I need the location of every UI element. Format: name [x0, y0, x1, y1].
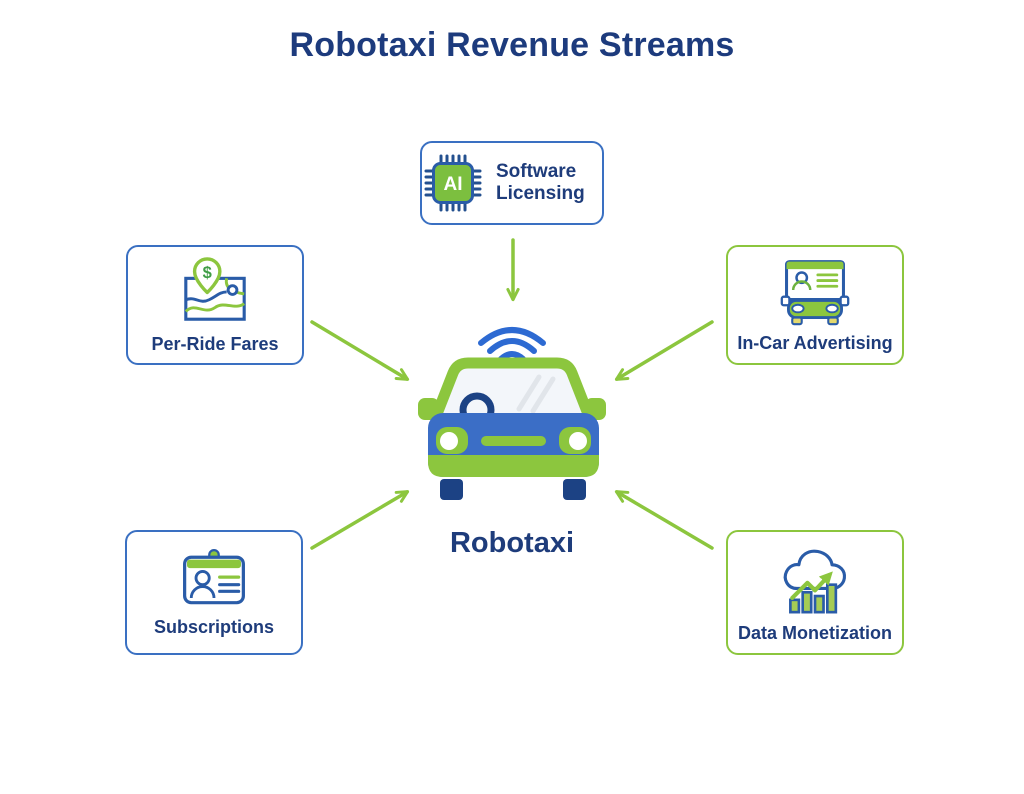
arrow-subscriptions-to-car: [310, 490, 410, 550]
car-roof: [429, 357, 596, 422]
ai-chip-label: AI: [444, 174, 463, 195]
page-title: Robotaxi Revenue Streams: [289, 26, 735, 64]
id-badge-icon: [183, 548, 245, 604]
robotaxi-label: Robotaxi: [449, 527, 575, 559]
node-per-ride-fares: $ Per-Ride Fares: [126, 245, 304, 365]
node-label-software-licensing: Software Licensing: [496, 160, 585, 204]
arrow-per-ride-fares-to-car: [310, 320, 410, 381]
right-wheel: [563, 479, 586, 500]
windshield-glare: [516, 374, 556, 414]
arrow-in-car-advertising-to-car: [614, 320, 714, 381]
node-software-licensing: AI Software Licensing: [420, 141, 604, 225]
cloud-bar-chart-icon: [783, 549, 846, 613]
left-mirror: [418, 398, 439, 420]
wifi-icon: [478, 327, 546, 362]
node-label-data-monetization: Data Monetization: [737, 622, 892, 643]
node-in-car-advertising: In-Car Advertising: [726, 245, 904, 365]
robotaxi-car-icon: [418, 327, 606, 500]
left-wheel: [440, 479, 463, 500]
arrow-data-monetization-to-car: [614, 490, 714, 550]
car-bumper: [428, 455, 599, 477]
ai-chip-icon: AI: [424, 154, 482, 212]
map-route-dollar-pin-icon: $: [184, 257, 246, 321]
grille-bar: [481, 436, 546, 446]
right-headlight: [569, 432, 587, 450]
left-headlight: [440, 432, 458, 450]
node-label-in-car-advertising: In-Car Advertising: [737, 333, 893, 353]
node-label-per-ride-fares: Per-Ride Fares: [151, 334, 279, 354]
ad-screen-car-icon: [780, 260, 850, 326]
node-data-monetization: Data Monetization: [726, 530, 904, 655]
node-label-subscriptions: Subscriptions: [153, 616, 274, 637]
dollar-sign-glyph: $: [203, 263, 212, 282]
robotaxi-car: [405, 315, 619, 505]
node-subscriptions: Subscriptions: [125, 530, 303, 655]
